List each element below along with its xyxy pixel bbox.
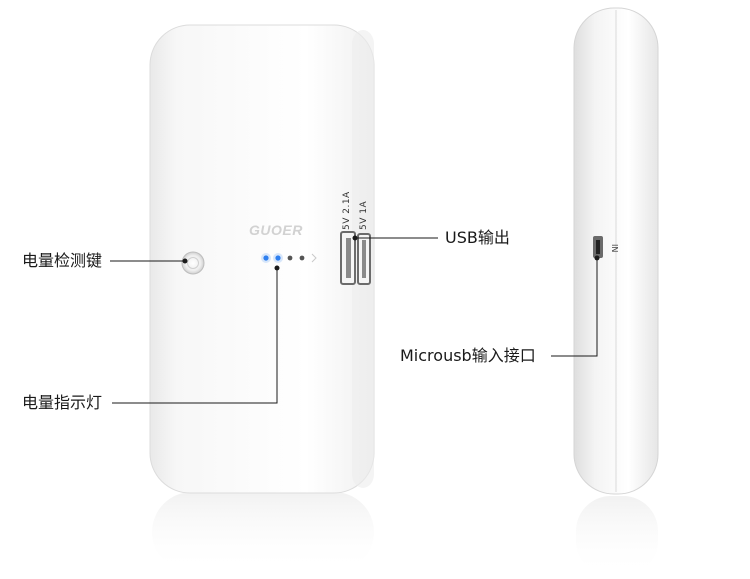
indicator-light-4 <box>299 255 305 261</box>
callout-usb-output: USB输出 <box>445 228 510 247</box>
indicator-light-2 <box>275 255 281 261</box>
front-reflection <box>152 492 374 572</box>
usb-port-2-label: 5V 1A <box>359 200 369 230</box>
side-reflection <box>576 496 658 576</box>
brand-logo: GUOER <box>249 222 303 238</box>
callout-line-microusb <box>551 258 598 357</box>
side-in-label: IN <box>610 244 619 253</box>
callout-indicator-lights: 电量指示灯 <box>22 393 103 412</box>
indicator-light-1 <box>263 255 269 261</box>
callout-check-button: 电量检测键 <box>22 251 103 270</box>
indicator-light-3 <box>287 255 293 261</box>
usb-port-1-label: 5V 2.1A <box>342 191 352 230</box>
check-button <box>181 251 205 275</box>
callout-line-indicator <box>112 268 278 404</box>
callout-micro-usb-input: Microusb输入接口 <box>400 346 536 365</box>
